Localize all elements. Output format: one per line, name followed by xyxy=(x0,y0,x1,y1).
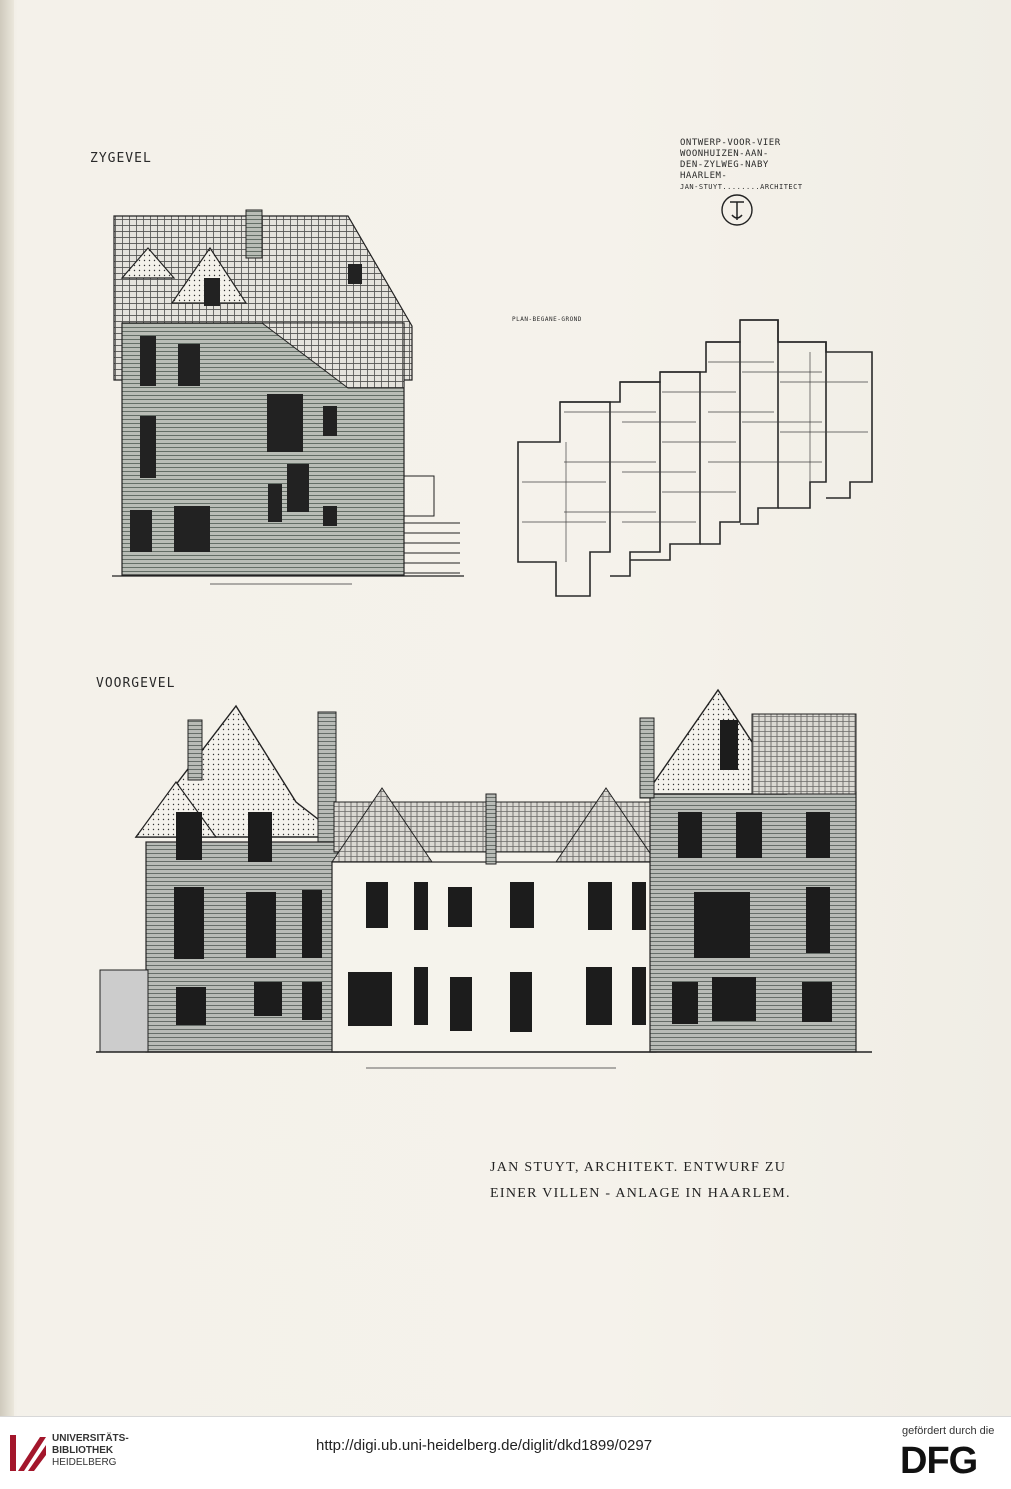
plan-label: PLAN-BEGANE-GROND xyxy=(512,316,582,323)
drawing-title-block: ONTWERP-VOOR-VIER WOONHUIZEN-AAN- DEN-ZY… xyxy=(680,138,820,193)
ground-floor-plan-drawing xyxy=(517,319,873,597)
title-line-3: DEN-ZYLWEG-NABY xyxy=(680,160,769,170)
dfg-logo[interactable]: DFG xyxy=(900,1440,978,1482)
caption-line-2: EINER VILLEN - ANLAGE IN HAARLEM. xyxy=(490,1186,791,1201)
page-gutter-shadow xyxy=(0,0,14,1416)
front-elevation-drawing xyxy=(96,688,872,1069)
permalink-url[interactable]: http://digi.ub.uni-heidelberg.de/diglit/… xyxy=(316,1437,653,1454)
institution-line-1: UNIVERSITÄTS- xyxy=(52,1433,129,1444)
title-line-1: ONTWERP-VOOR-VIER xyxy=(680,138,781,148)
viewer-footer: UNIVERSITÄTS- BIBLIOTHEK HEIDELBERG http… xyxy=(0,1416,1011,1489)
side-elevation-label: ZYGEVEL xyxy=(90,151,152,166)
front-elevation-label: VOORGEVEL xyxy=(96,676,176,691)
title-line-5: JAN-STUYT........ARCHITECT xyxy=(680,183,803,191)
plate-caption: JAN STUYT, ARCHITEKT. ENTWURF ZU EINER V… xyxy=(490,1155,870,1207)
institution-name: UNIVERSITÄTS- BIBLIOTHEK HEIDELBERG xyxy=(52,1433,129,1469)
architect-monogram-icon xyxy=(721,194,753,226)
caption-line-1: JAN STUYT, ARCHITEKT. ENTWURF ZU xyxy=(490,1160,787,1175)
title-line-2: WOONHUIZEN-AAN- xyxy=(680,149,769,159)
sponsor-text: gefördert durch die xyxy=(902,1425,995,1437)
ub-heidelberg-logo-icon[interactable] xyxy=(10,1431,48,1475)
scanned-page: ZYGEVEL ONTWERP-VOOR-VIER WOONHUIZEN-AAN… xyxy=(0,0,1011,1416)
institution-line-2: BIBLIOTHEK xyxy=(52,1445,114,1456)
institution-line-3: HEIDELBERG xyxy=(52,1457,117,1468)
side-elevation-drawing xyxy=(112,209,464,585)
title-line-4: HAARLEM- xyxy=(680,171,728,181)
